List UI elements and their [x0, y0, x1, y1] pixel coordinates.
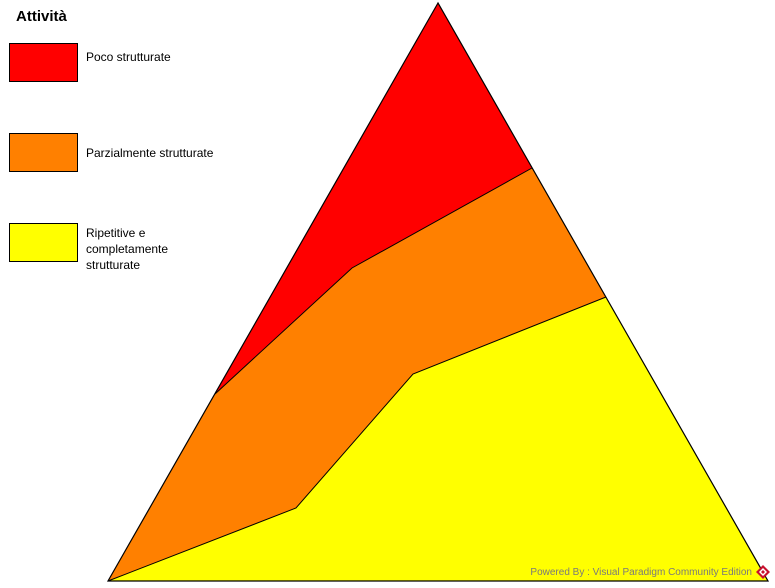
legend-title: Attività — [16, 8, 67, 25]
legend-swatch-poco — [9, 43, 78, 82]
legend-label-poco: Poco strutturate — [86, 50, 171, 64]
legend-swatch-ripetitive — [9, 223, 78, 262]
watermark-text: Powered By : Visual Paradigm Community E… — [530, 567, 752, 578]
boundary-red-orange — [214, 167, 533, 395]
legend-label-parzialmente: Parzialmente strutturate — [86, 146, 214, 160]
pyramid-outline — [106, 1, 770, 582]
visual-paradigm-logo-icon — [756, 565, 770, 579]
boundary-orange-yellow — [107, 296, 607, 582]
legend-swatch-parzialmente — [9, 133, 78, 172]
legend-label-ripetitive: Ripetitive e completamente strutturate — [86, 226, 169, 272]
pyramid-layer-poco[interactable] — [215, 3, 532, 394]
